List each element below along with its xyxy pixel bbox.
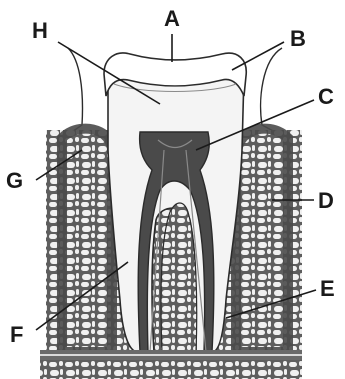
label-h: H	[32, 18, 48, 43]
label-g: G	[6, 168, 23, 193]
label-b: B	[290, 26, 306, 51]
label-f: F	[10, 322, 23, 347]
label-c: C	[318, 84, 334, 109]
label-e: E	[320, 276, 335, 301]
interradicular-bone	[161, 203, 197, 352]
lower-bone	[40, 360, 302, 379]
label-a: A	[164, 6, 180, 31]
label-d: D	[318, 188, 334, 213]
